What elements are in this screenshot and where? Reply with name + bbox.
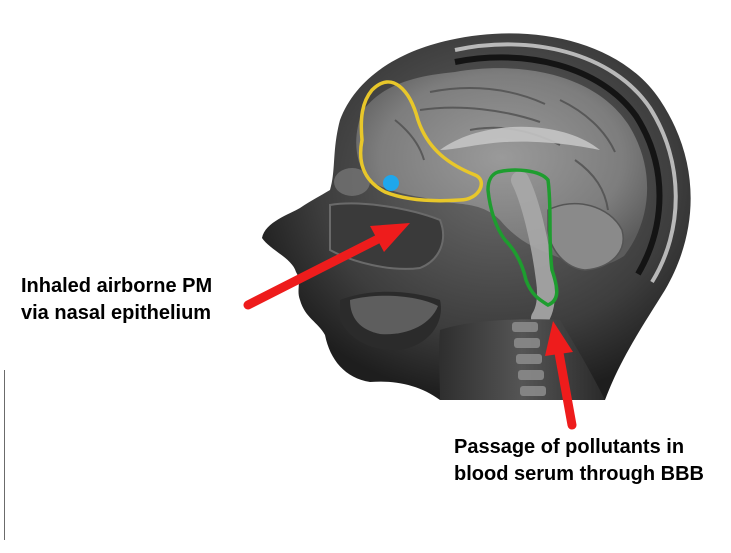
bbb-passage-label-line1: Passage of pollutants in — [454, 434, 704, 461]
inhaled-pm-label: Inhaled airborne PM via nasal epithelium — [21, 273, 212, 327]
inhaled-pm-label-line1: Inhaled airborne PM — [21, 273, 212, 300]
blue-marker-dot — [383, 175, 399, 191]
bbb-passage-label: Passage of pollutants in blood serum thr… — [454, 434, 704, 488]
inhaled-pm-label-line2: via nasal epithelium — [21, 300, 212, 327]
bbb-passage-label-line2: blood serum through BBB — [454, 461, 704, 488]
